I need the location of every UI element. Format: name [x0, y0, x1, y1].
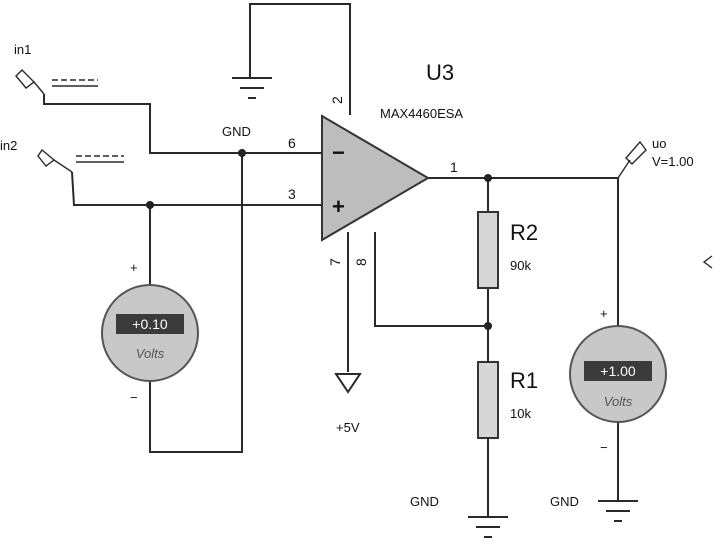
r1-name: R1 [510, 368, 538, 393]
u3-label: U3 [426, 60, 454, 85]
offscreen-probe-icon [702, 255, 713, 269]
wires [43, 3, 638, 538]
uo-probe[interactable] [617, 140, 647, 179]
gnd-out-label: GND [550, 494, 579, 509]
r1-value: 10k [510, 406, 531, 421]
voltmeter-left-plus: + [130, 260, 138, 275]
in2-label: in2 [0, 138, 17, 153]
uo-label: uo [652, 136, 666, 151]
plus5v-label: +5V [336, 420, 360, 435]
pin-6-label: 6 [288, 135, 296, 151]
voltmeter-right-reading: +1.00 [600, 363, 636, 379]
junction-gnd [238, 149, 246, 157]
voltmeter-left[interactable]: +0.10 Volts [101, 284, 199, 382]
r2-value: 90k [510, 258, 531, 273]
voltmeter-left-minus: − [130, 390, 138, 405]
opamp-u3[interactable]: − + [321, 114, 430, 242]
pin-2-label: 2 [329, 96, 345, 104]
voltmeter-left-reading: +0.10 [132, 316, 168, 332]
opamp-minus-sign: − [332, 140, 345, 165]
resistor-r1[interactable] [477, 361, 499, 439]
voltmeter-right[interactable]: +1.00 Volts [569, 325, 667, 423]
gnd-r1-label: GND [410, 494, 439, 509]
resistor-r2[interactable] [477, 211, 499, 289]
in1-label: in1 [14, 42, 31, 57]
in1-probe[interactable] [15, 69, 98, 95]
part-number: MAX4460ESA [380, 106, 463, 121]
in2-probe[interactable] [37, 148, 124, 173]
voltmeter-left-unit: Volts [136, 346, 165, 361]
junction-in2 [146, 201, 154, 209]
pin-1-label: 1 [450, 159, 458, 175]
opamp-plus-sign: + [332, 194, 345, 219]
voltmeter-right-minus: − [600, 440, 608, 455]
junction-output [484, 174, 492, 182]
pin-7-label: 7 [327, 258, 343, 266]
r2-name: R2 [510, 220, 538, 245]
voltmeter-right-plus: + [600, 306, 608, 321]
uo-value: V=1.00 [652, 154, 694, 169]
gnd-top-label: GND [222, 124, 251, 139]
voltmeter-right-unit: Volts [604, 394, 633, 409]
junction-feedback [484, 322, 492, 330]
pin-3-label: 3 [288, 186, 296, 202]
pin-8-label: 8 [353, 258, 369, 266]
